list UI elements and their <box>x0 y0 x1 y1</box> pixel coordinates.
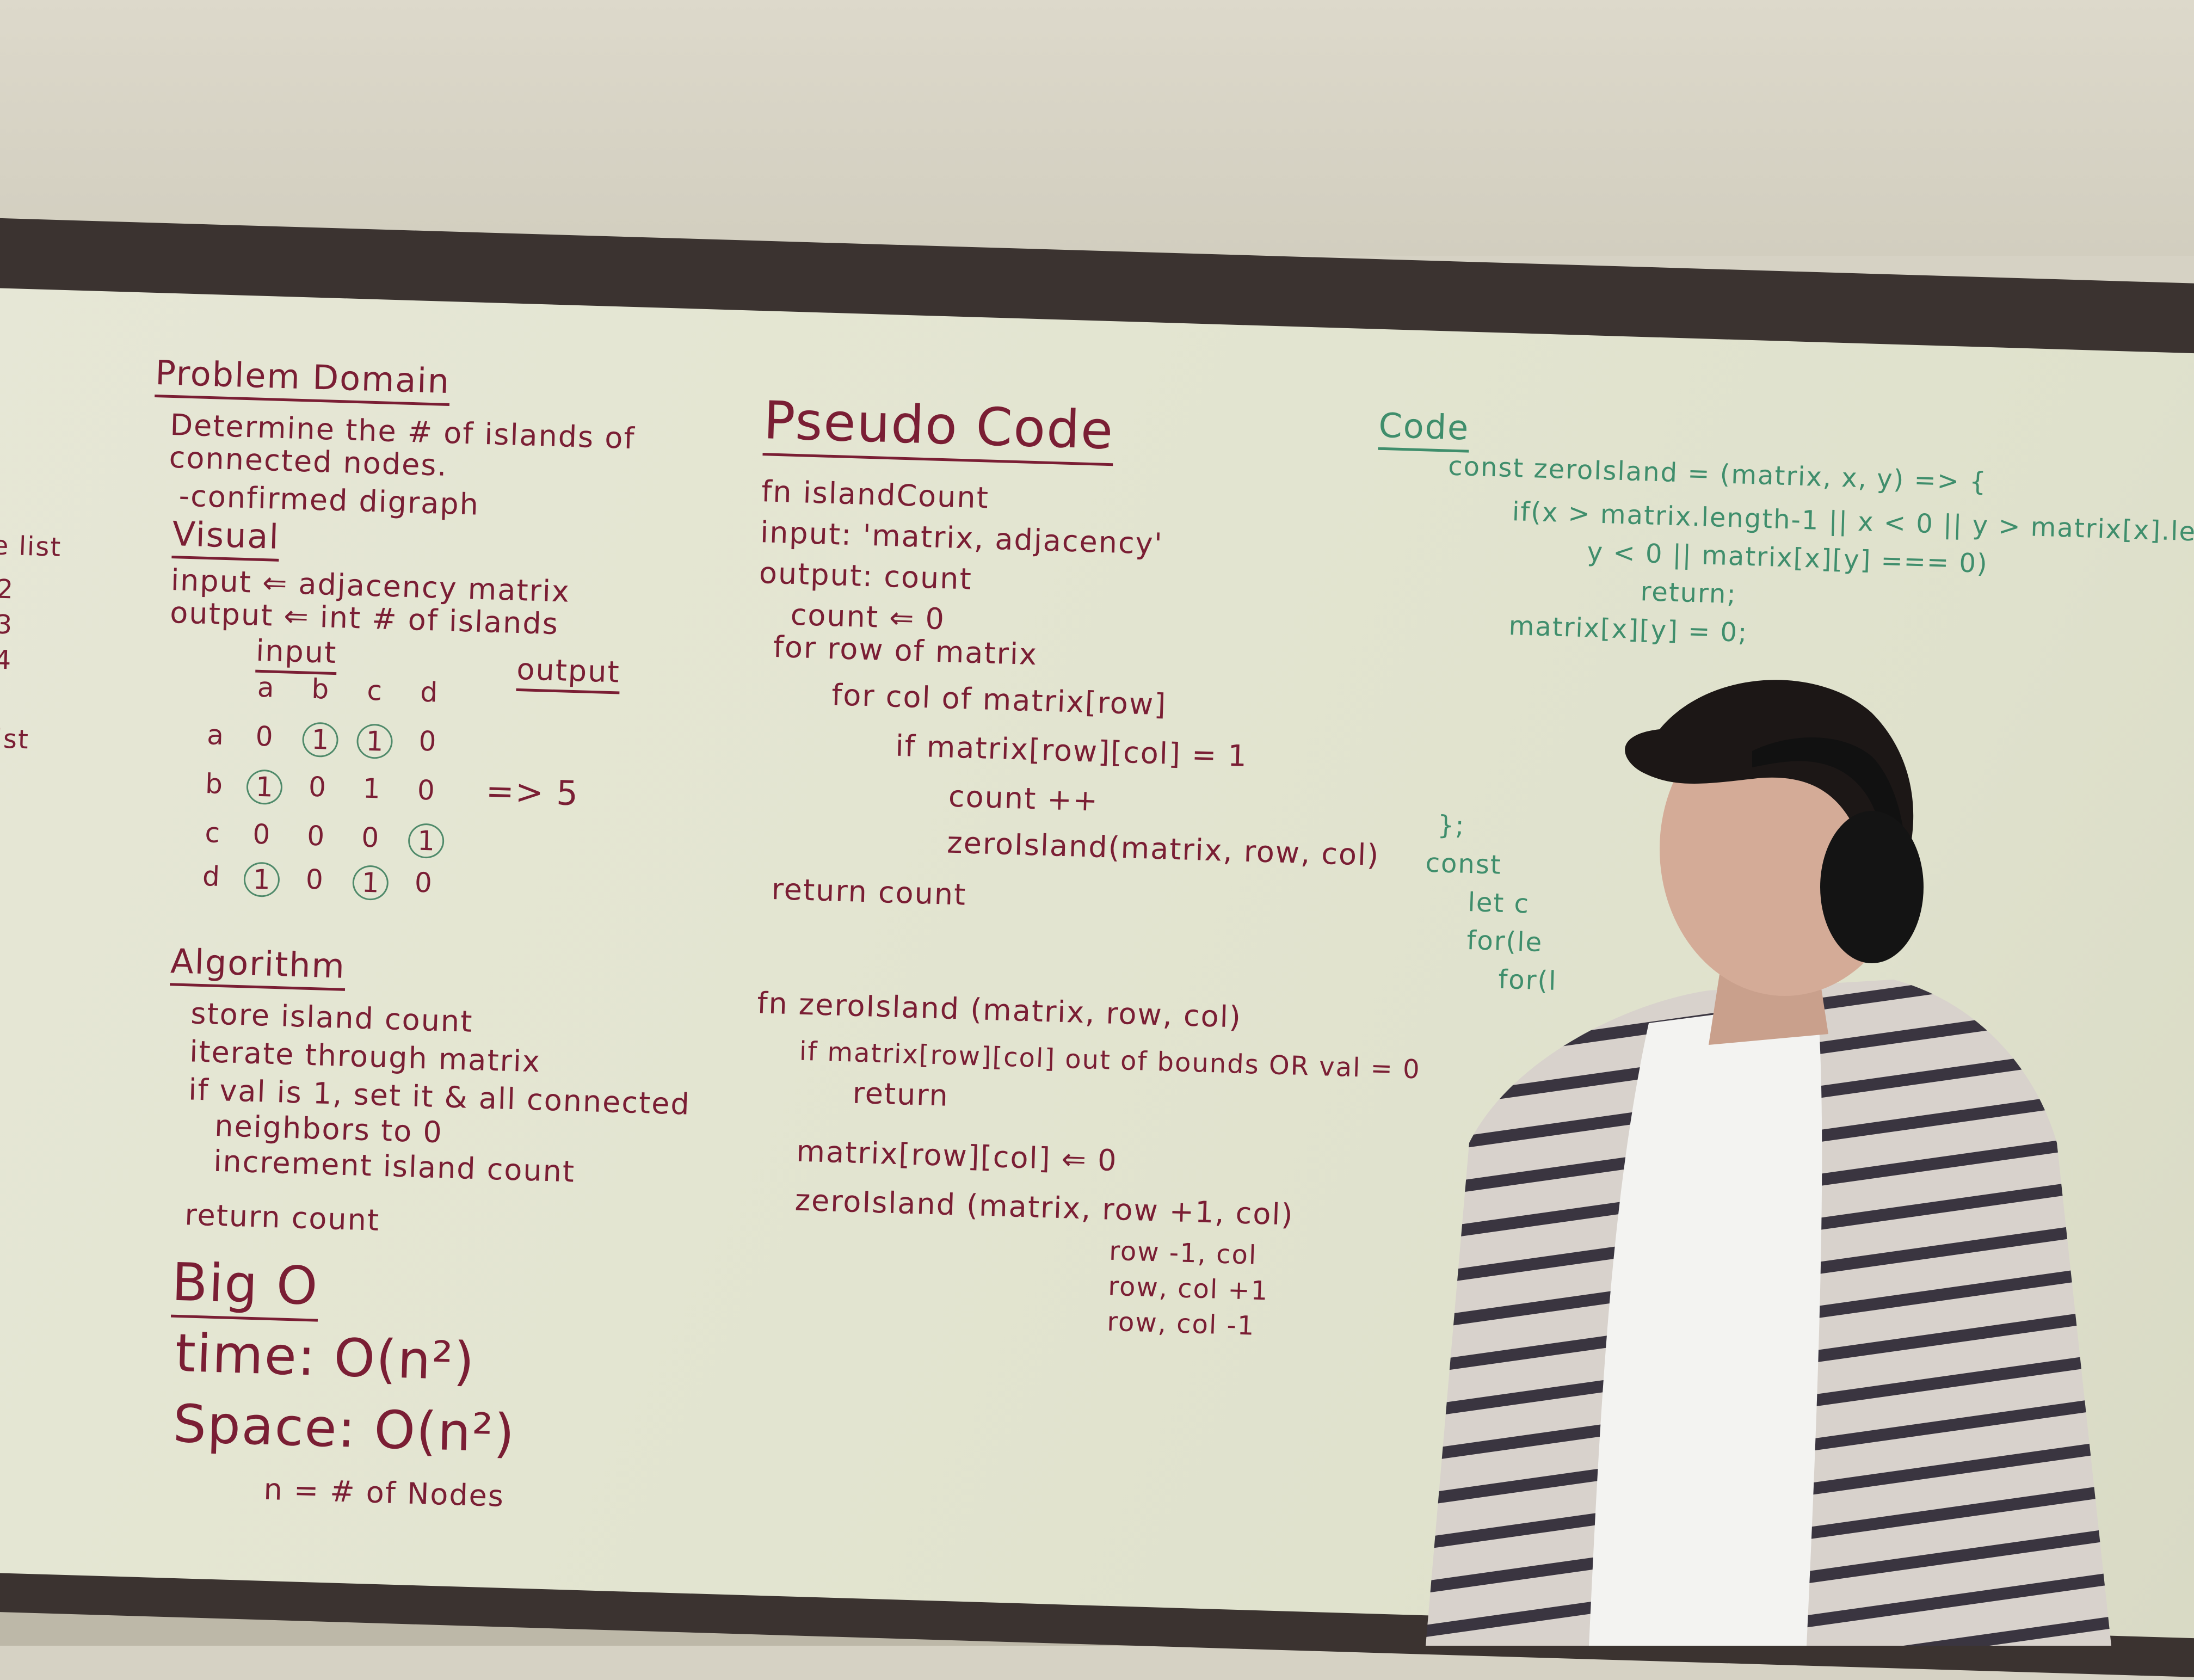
code-line: y < 0 || matrix[x][y] === 0) <box>1587 537 1989 580</box>
white-tshirt <box>1589 1001 1822 1646</box>
matrix-cell: 0 <box>361 821 380 854</box>
matrix-row-label: b <box>205 768 223 800</box>
code-heading: Code <box>1378 405 1470 453</box>
matrix-cell: 1 <box>356 723 393 760</box>
pseudo-code-line: if matrix[row][col] = 1 <box>895 728 1248 773</box>
matrix-cell: 1 <box>362 772 381 805</box>
person-figure <box>1426 680 2111 1646</box>
pseudo-code-line: input: 'matrix, adjacency' <box>760 515 1164 562</box>
code-line: return; <box>1640 576 1737 610</box>
pseudo-code-line: for col of matrix[row] <box>831 678 1168 722</box>
headphone-band <box>1752 737 1906 882</box>
pseudo-code-line: fn islandCount <box>761 474 990 515</box>
matrix-cell: 1 <box>408 823 445 859</box>
pseudo-code-line: return count <box>771 872 967 912</box>
matrix-result: => 5 <box>485 771 580 814</box>
big-o-space: Space: O(n²) <box>172 1393 516 1464</box>
pseudo-code-heading: Pseudo Code <box>762 390 1115 466</box>
pseudo-code-line: zeroIsland (matrix, row +1, col) <box>794 1183 1295 1232</box>
algorithm-step: increment island count <box>213 1143 576 1189</box>
visual-heading: Visual <box>171 514 280 562</box>
big-o-heading: Big O <box>170 1251 319 1322</box>
matrix-column-header: d <box>420 676 438 709</box>
algorithm-step: neighbors to 0 <box>214 1108 443 1150</box>
pseudo-code-line: count ++ <box>948 779 1099 818</box>
left-edge-label: 3 <box>0 609 14 641</box>
pseudo-code-line: row, col -1 <box>1106 1306 1256 1341</box>
pseudo-code-line: row, col +1 <box>1107 1271 1269 1307</box>
code-line: matrix[x][y] = 0; <box>1508 610 1749 649</box>
algorithm-step: return count <box>184 1197 380 1238</box>
pseudo-code-line: zeroIsland(matrix, row, col) <box>946 825 1381 873</box>
pseudo-code-line: output: count <box>759 556 973 596</box>
matrix-cell: 0 <box>305 863 324 896</box>
matrix-column-header: c <box>366 674 383 707</box>
matrix-cell: 0 <box>417 774 435 807</box>
big-o-note: n = # of Nodes <box>263 1472 505 1513</box>
matrix-cell: 0 <box>418 725 437 758</box>
pseudo-code-line: fn zeroIsland (matrix, row, col) <box>756 986 1242 1035</box>
matrix-row-label: a <box>206 719 224 751</box>
code-line: const zeroIsland = (matrix, x, y) => { <box>1447 451 1988 497</box>
matrix-cell: 0 <box>255 720 274 753</box>
matrix-cell: 1 <box>243 861 280 898</box>
headphone-icon <box>1820 811 1924 963</box>
left-edge-label: e list <box>0 530 62 563</box>
big-o-time: time: O(n²) <box>174 1322 477 1393</box>
matrix-cell: 0 <box>306 820 325 852</box>
pseudo-code-line: row -1, col <box>1108 1235 1258 1271</box>
pseudo-code-line: return <box>852 1075 950 1113</box>
hair <box>1625 680 1914 860</box>
algorithm-heading: Algorithm <box>170 941 346 991</box>
wall <box>0 0 2194 256</box>
pseudo-code-line: matrix[row][col] ⇐ 0 <box>796 1134 1118 1178</box>
matrix-cell: 1 <box>352 865 389 901</box>
matrix-row-label: c <box>204 817 221 849</box>
pseudo-code-line: for row of matrix <box>773 629 1038 672</box>
matrix-cell: 0 <box>414 866 433 899</box>
matrix-column-header: a <box>257 671 275 704</box>
matrix-cell: 0 <box>308 771 326 803</box>
algorithm-step: store island count <box>190 996 474 1039</box>
matrix-cell: 1 <box>246 769 283 805</box>
problem-domain-heading: Problem Domain <box>155 353 451 407</box>
left-edge-label: list <box>0 723 30 755</box>
matrix-column-header: b <box>311 673 330 705</box>
left-edge-label: 2 <box>0 574 15 605</box>
algorithm-step: iterate through matrix <box>189 1034 541 1079</box>
matrix-cell: 0 <box>252 818 271 851</box>
matrix-output-label: output <box>516 651 621 694</box>
left-edge-label: 4 <box>0 644 13 676</box>
matrix-row-label: d <box>202 860 220 893</box>
matrix-input-label: input <box>255 633 338 675</box>
matrix-cell: 1 <box>301 722 339 758</box>
